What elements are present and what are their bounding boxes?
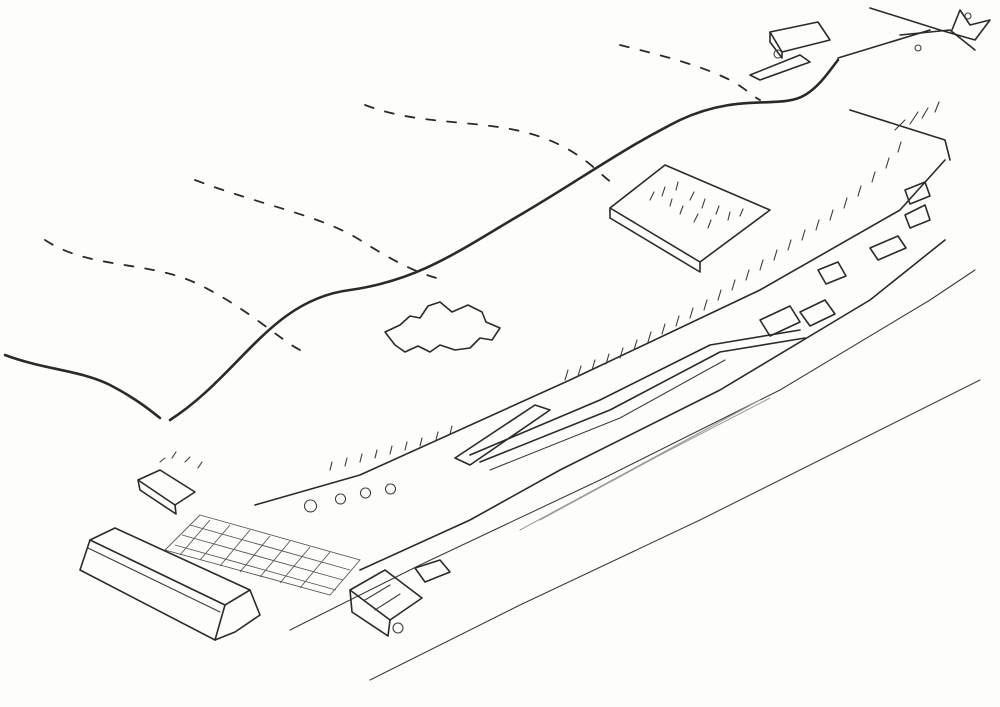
pond-outline	[384, 301, 501, 353]
bus-top	[769, 21, 831, 59]
raised-plaza	[609, 164, 771, 273]
crowd-front	[303, 425, 453, 513]
terminal-building	[79, 527, 261, 641]
pier-deck	[254, 109, 981, 681]
small-cart	[414, 559, 451, 583]
road-vehicles	[759, 181, 931, 337]
shoreline	[3, 58, 840, 422]
rail-tracks	[469, 329, 806, 471]
water-wave-contours	[44, 44, 761, 351]
hangar-line	[837, 29, 931, 59]
front-platform	[454, 404, 551, 466]
vehicle-front	[349, 569, 423, 637]
tiled-plaza-grid	[164, 514, 361, 596]
small-kiosk	[137, 451, 203, 515]
crowd-row-upper	[564, 141, 902, 381]
railing-top-right	[894, 101, 940, 131]
ramp-top	[749, 54, 811, 81]
